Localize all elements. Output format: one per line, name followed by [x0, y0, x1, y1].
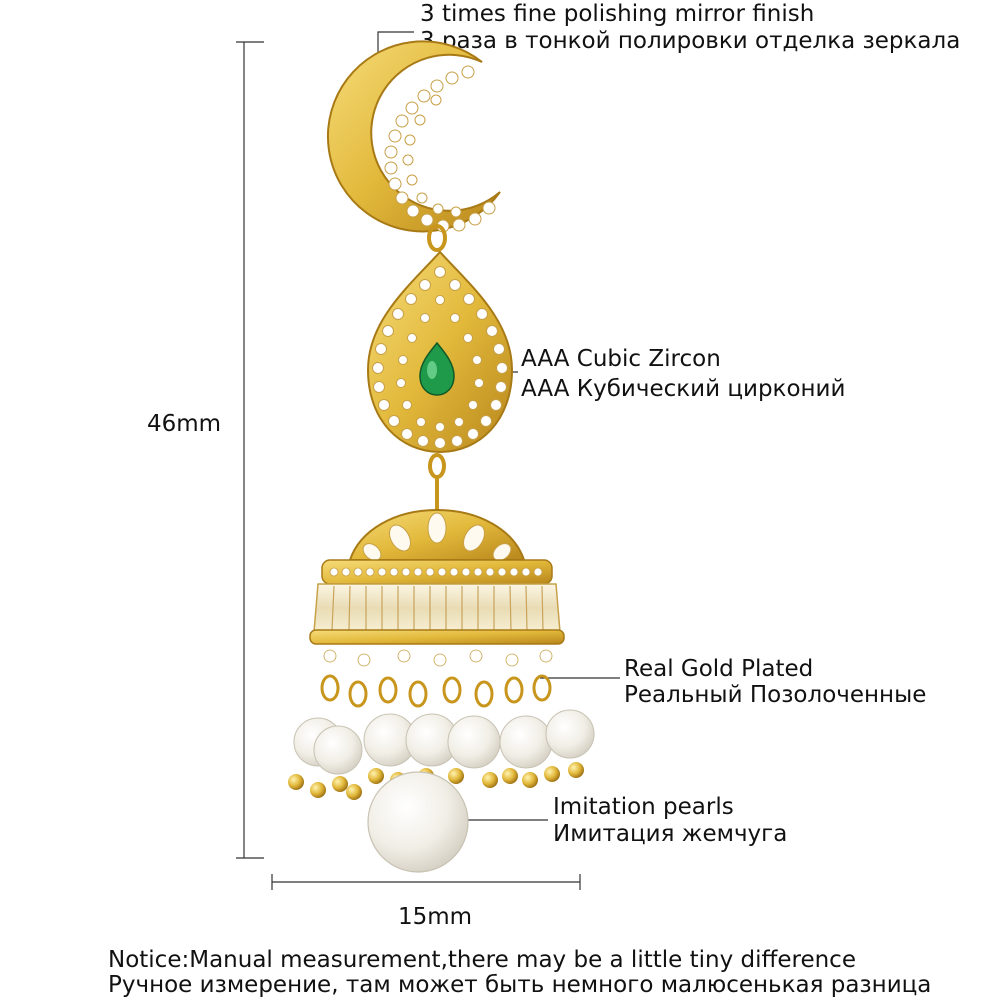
width-dimension-line — [271, 874, 581, 890]
gold-label-en: Real Gold Plated — [624, 656, 814, 682]
notice-text-ru: Ручное измерение, там может быть немного… — [108, 972, 932, 998]
height-dimension-label: 46mm — [147, 411, 222, 437]
teardrop-stones — [372, 266, 508, 449]
height-dimension-line — [236, 41, 264, 859]
zircon-label-ru: AAA Кубический цирконий — [521, 376, 846, 402]
finish-label-en: 3 times fine polishing mirror finish — [420, 1, 815, 27]
moon-stones — [384, 65, 496, 233]
notice-text-en: Notice:Manual measurement,there may be a… — [108, 947, 856, 973]
finish-label-ru: 3 раза в тонкой полировки отделка зеркал… — [420, 28, 961, 54]
large-pearl — [367, 771, 469, 873]
zircon-label-en: AAA Cubic Zircon — [521, 346, 721, 372]
pearls-label-en: Imitation pearls — [553, 794, 734, 820]
pearls-label-ru: Имитация жемчуга — [553, 821, 788, 847]
small-pearls — [293, 709, 595, 775]
width-dimension-label: 15mm — [398, 904, 473, 930]
gold-label-ru: Реальный Позолоченные — [624, 682, 927, 708]
emerald-stone — [419, 341, 455, 396]
